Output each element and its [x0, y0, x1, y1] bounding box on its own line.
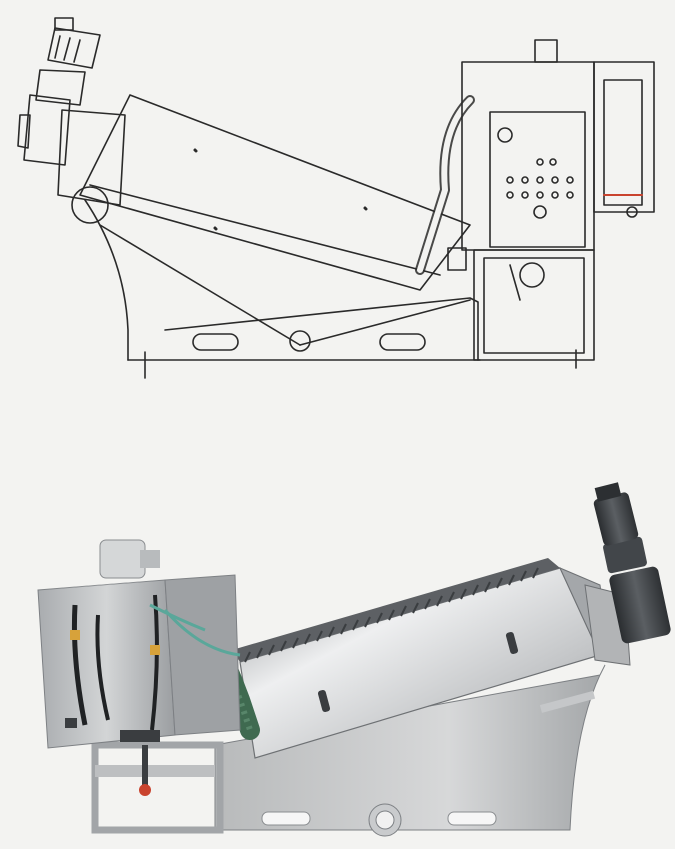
- drawing-motor: [47, 27, 101, 69]
- drawing-drum-end-bearing: [71, 186, 109, 224]
- drawing-drain-port: [289, 330, 311, 352]
- photo-motor: [593, 492, 639, 546]
- drawing-side-panel: [593, 61, 655, 213]
- drawing-tank-frame: [473, 249, 595, 361]
- drawing-control-panel: [489, 111, 586, 248]
- product-photo-panel: [0, 400, 675, 849]
- machine-photo-rendering: [37, 482, 671, 837]
- drawing-base-slot-left: [192, 333, 239, 351]
- machine-line-drawing: [17, 17, 655, 379]
- photo-drive-unit: [584, 482, 671, 666]
- drawing-gearbox: [57, 109, 126, 206]
- drawing-base-frame: [84, 199, 481, 379]
- photo-gearbox: [609, 566, 671, 644]
- drawing-base-slot-right: [379, 333, 426, 351]
- line-drawing-panel: [0, 0, 675, 400]
- photo-control-cabinet: [37, 539, 241, 796]
- drawing-screw-drum: [71, 94, 471, 291]
- drawing-feed-hose: [415, 95, 475, 275]
- drawing-control-cabinet: [461, 39, 655, 369]
- drawing-drive-unit: [17, 17, 126, 206]
- photo-top-motor: [99, 539, 146, 579]
- photo-base-frame: [91, 664, 606, 837]
